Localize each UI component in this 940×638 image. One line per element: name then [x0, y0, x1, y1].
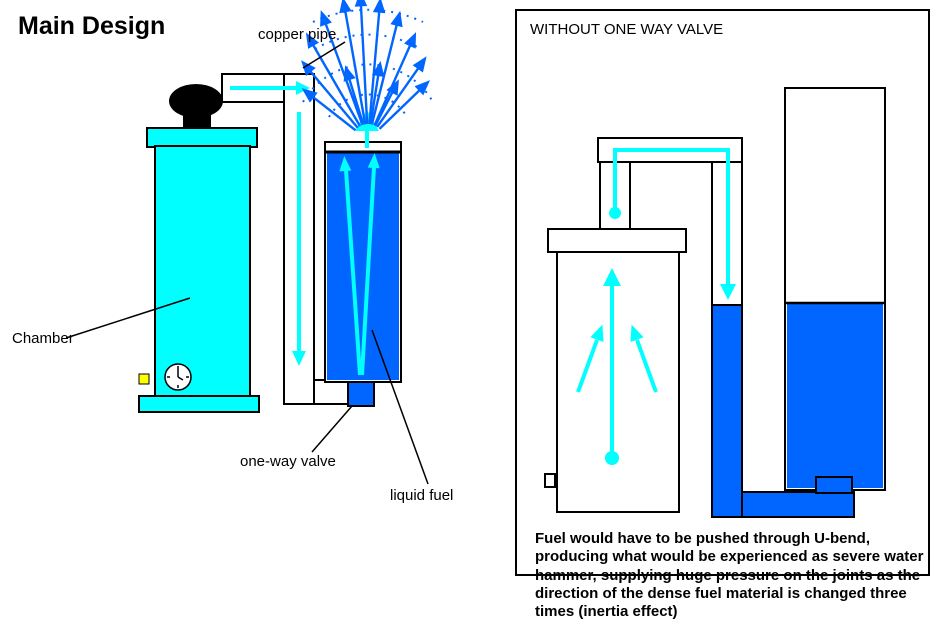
right-chamber-arrows — [576, 268, 658, 465]
liquid-fuel-label: liquid fuel — [390, 487, 454, 504]
copper-pipe-label: copper pipe — [258, 26, 337, 43]
right-panel-title: WITHOUT ONE WAY VALVE — [530, 21, 724, 38]
chamber-label: Chamber — [12, 330, 74, 347]
fuel-spray-jet — [301, 0, 434, 132]
one-way-valve-label: one-way valve — [240, 453, 336, 470]
burner-knob — [169, 84, 223, 130]
u-bend-flow-arrow — [609, 148, 736, 300]
chamber-vessel — [138, 127, 260, 413]
right-panel-border — [515, 9, 930, 576]
right-chamber-vessel — [544, 228, 687, 513]
right-fuel-tank — [784, 87, 886, 494]
page-title: Main Design — [18, 12, 166, 40]
one-way-valve — [347, 379, 375, 407]
pressure-gauge — [138, 363, 192, 391]
right-panel-caption: Fuel would have to be pushed through U-b… — [535, 530, 924, 621]
pipe-flow-arrows — [230, 81, 310, 366]
label-pointer-lines — [65, 41, 429, 485]
